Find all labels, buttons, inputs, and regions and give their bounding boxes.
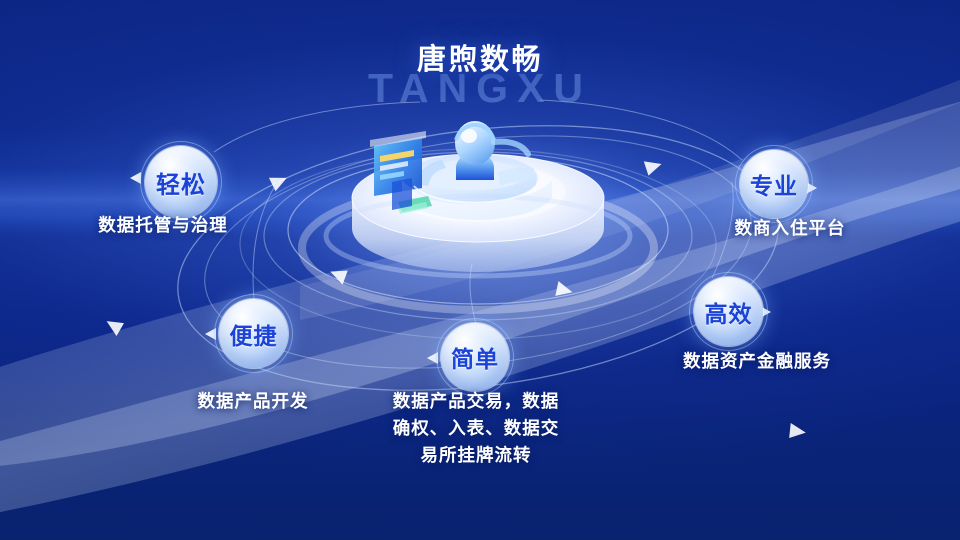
badge-connectors: [213, 99, 743, 325]
caption-line: 易所挂牌流转: [420, 445, 532, 466]
caption-gaoxiao: 数据资产金融服务: [683, 351, 831, 371]
orbit-arrow-icon: [268, 177, 287, 192]
page-title: 唐煦数畅: [416, 44, 543, 76]
caption-zhuanye: 数商入住平台: [734, 218, 846, 238]
badge-zhuanye-label: 专业: [750, 173, 798, 199]
badge-bianjie-label: 便捷: [229, 322, 278, 349]
caption-bianjie: 数据产品开发: [197, 391, 309, 411]
caption-jiandan: 数据产品交易，数据确权、入表、数据交易所挂牌流转: [370, 388, 582, 469]
badge-gaoxiao-label: 高效: [704, 300, 753, 327]
orbit-arrow-icon: [555, 281, 573, 296]
person-avatar-with-headset: [406, 121, 538, 205]
title-watermark: TANGXU: [367, 65, 593, 111]
orbit-arrows: [106, 161, 806, 438]
badge-zhuanye[interactable]: 专业: [735, 145, 813, 223]
badge-qingsong-label: 轻松: [156, 171, 206, 199]
badge-jiandan[interactable]: 简单: [436, 318, 514, 396]
badge-jiandan-label: 简单: [451, 346, 499, 372]
orbit-arrow-icon: [106, 321, 124, 337]
orbit-arrow-icon: [643, 161, 662, 176]
caption-line: 数据产品交易，数据: [392, 391, 560, 411]
badge-bianjie[interactable]: 便捷: [214, 294, 293, 373]
curved-glass-panels: [392, 167, 552, 220]
badge-qingsong[interactable]: 轻松: [140, 141, 222, 223]
orbit-arrow-icon: [330, 270, 348, 285]
badge-gaoxiao[interactable]: 高效: [689, 272, 768, 351]
orbit-arrow-icon: [789, 423, 806, 438]
caption-line: 确权、入表、数据交: [392, 418, 560, 439]
title-block: TANGXU 唐煦数畅: [0, 44, 960, 109]
caption-qingsong: 数据托管与治理: [98, 215, 228, 235]
